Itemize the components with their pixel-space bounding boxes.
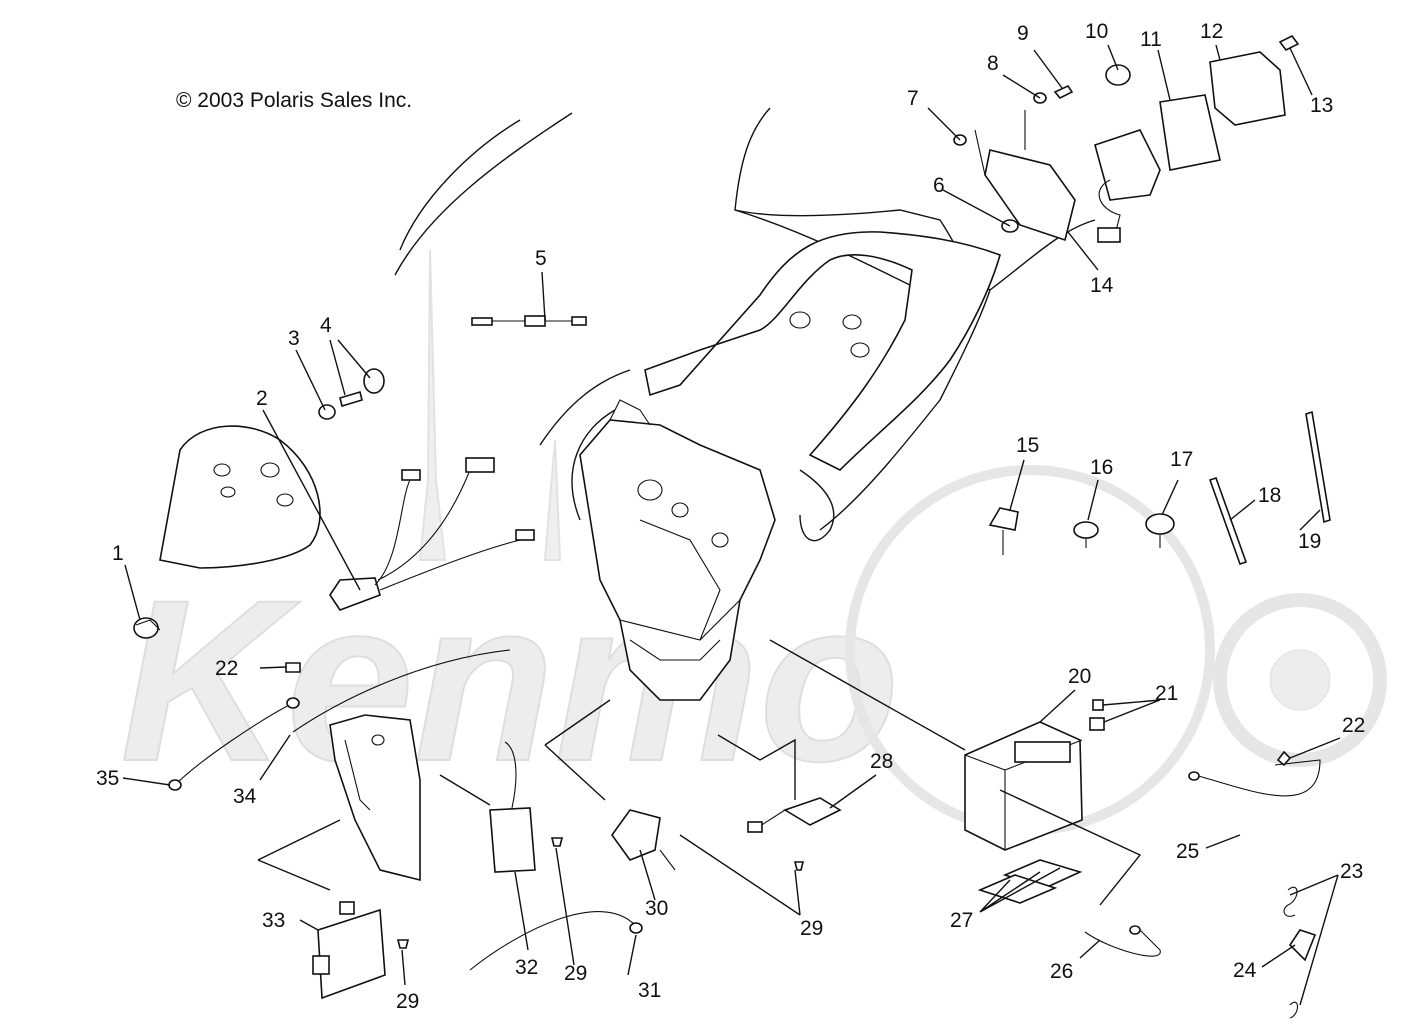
- callout-8: 8: [987, 52, 999, 75]
- taillight-assembly: [953, 34, 1300, 243]
- callout-3: 3: [288, 327, 300, 350]
- callout-5: 5: [535, 247, 547, 270]
- part-31-cable: [469, 911, 643, 971]
- part-28-relay: [747, 797, 842, 833]
- part-1-switch: [133, 617, 161, 639]
- part-5-cable: [471, 315, 587, 327]
- watermark-wheel-rear: [1213, 593, 1387, 767]
- callout-28: 28: [870, 750, 893, 773]
- callout-27: 27: [950, 909, 973, 932]
- part-17-clamp: [1145, 513, 1175, 548]
- callout-13: 13: [1310, 94, 1333, 117]
- copyright-notice: © 2003 Polaris Sales Inc.: [176, 89, 413, 112]
- callout-11: 11: [1140, 28, 1162, 51]
- part-4-ignition-key: [339, 368, 385, 408]
- callout-16: 16: [1090, 456, 1113, 479]
- callout-6: 6: [933, 174, 945, 197]
- part-10-bulb: [1105, 64, 1131, 86]
- callout-23: 23: [1340, 860, 1363, 883]
- callout-33: 33: [262, 909, 285, 932]
- callout-2: 2: [256, 387, 268, 410]
- part-13-screw: [1278, 34, 1300, 52]
- callout-35: 35: [96, 767, 119, 790]
- callout-26: 26: [1050, 960, 1073, 983]
- callout-17: 17: [1170, 448, 1193, 471]
- callout-labels: 1 2 3 4 5 6 7 8 9 10 11 12 13 14 15 16 1…: [96, 20, 1365, 1013]
- callout-4: 4: [320, 314, 332, 337]
- watermark-church-spire-2: [543, 439, 562, 561]
- callout-29b: 29: [396, 990, 419, 1013]
- callout-22b: 22: [1342, 714, 1365, 737]
- part-34-cable: [292, 649, 511, 733]
- callout-32: 32: [515, 956, 538, 979]
- rear-fender: [644, 231, 1001, 471]
- callout-18: 18: [1258, 484, 1281, 507]
- part-21-terminal: [1089, 699, 1105, 731]
- part-27-pads: [977, 859, 1083, 904]
- part-23-hooks: [1283, 886, 1299, 1019]
- callout-1: 1: [112, 542, 124, 565]
- callout-34: 34: [233, 785, 257, 808]
- part-30-solenoid: [611, 809, 676, 871]
- part-18-cable-tie: [1208, 476, 1248, 566]
- part-2-wiring-harness: [329, 457, 535, 611]
- part-15-clip: [988, 507, 1019, 555]
- callout-15: 15: [1016, 434, 1039, 457]
- callout-29a: 29: [564, 962, 587, 985]
- callout-7: 7: [907, 87, 919, 110]
- frame: [579, 399, 776, 701]
- part-20-battery: [964, 721, 1083, 851]
- watermark: Kenmo: [119, 249, 1387, 835]
- callout-9: 9: [1017, 22, 1029, 45]
- part-29-screws: [396, 837, 805, 949]
- callout-20: 20: [1068, 665, 1091, 688]
- part-26-cable: [1084, 925, 1161, 957]
- part-33-cdi-module: [312, 901, 386, 1000]
- watermark-text: Kenmo: [120, 552, 900, 809]
- part-35-cable: [168, 697, 300, 791]
- part-25-cable: [1188, 759, 1321, 797]
- callout-10: 10: [1085, 20, 1108, 43]
- part-3-nut: [318, 404, 336, 420]
- callout-21: 21: [1155, 682, 1178, 705]
- watermark-hub: [1269, 649, 1331, 711]
- left-bracket: [329, 714, 421, 882]
- callout-19: 19: [1298, 530, 1321, 553]
- part-9-screw: [1053, 84, 1074, 99]
- part-12-lens: [1209, 51, 1286, 126]
- part-11-gasket: [1159, 94, 1221, 171]
- callout-14: 14: [1090, 274, 1114, 297]
- callout-24: 24: [1233, 959, 1257, 982]
- callout-30: 30: [645, 897, 668, 920]
- callout-12: 12: [1200, 20, 1223, 43]
- callout-31: 31: [638, 979, 661, 1002]
- leader-lines: [122, 44, 1341, 1006]
- watermark-church-spire: [418, 249, 447, 561]
- callout-25: 25: [1176, 840, 1199, 863]
- dash-housing: [159, 425, 321, 569]
- callout-22a: 22: [215, 657, 238, 680]
- part-24-strap: [1288, 929, 1317, 962]
- part-32-ignition-coil: [489, 741, 536, 873]
- callout-29c: 29: [800, 917, 823, 940]
- part-14-bracket: [984, 149, 1076, 242]
- part-22-bolt-left: [285, 662, 301, 673]
- part-19-cable-tie: [1305, 410, 1331, 524]
- part-16-clamp: [1073, 521, 1099, 548]
